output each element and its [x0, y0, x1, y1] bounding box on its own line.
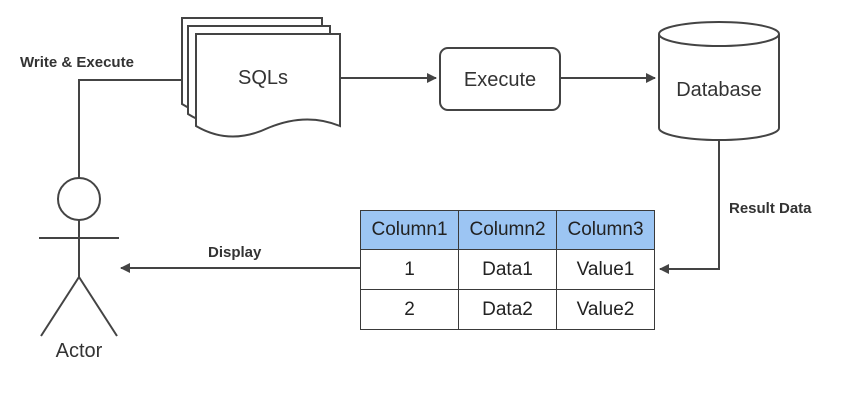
table-cell: 2 — [360, 289, 459, 330]
execute-label: Execute — [464, 69, 536, 91]
sqls-node: SQLs — [181, 17, 341, 138]
database-label: Database — [676, 79, 762, 101]
table-cell: Value2 — [556, 289, 655, 330]
write-execute-label: Write & Execute — [20, 54, 134, 71]
actor-right-leg — [78, 276, 118, 337]
result-table: Column1 Column2 Column3 1 Data1 Value1 2… — [360, 210, 655, 330]
connector-actor-to-sqls — [78, 79, 196, 178]
actor-figure — [39, 177, 119, 337]
actor-label: Actor — [56, 340, 103, 362]
arrow-database-to-table — [659, 141, 720, 274]
actor-left-leg — [40, 276, 80, 337]
table-row: 2 Data2 Value2 — [360, 289, 655, 330]
table-header-cell: Column1 — [360, 210, 459, 250]
table-cell: 1 — [360, 249, 459, 290]
table-row: 1 Data1 Value1 — [360, 249, 655, 290]
sqls-doc-front — [195, 33, 341, 138]
table-header-row: Column1 Column2 Column3 — [360, 210, 655, 250]
database-cylinder-top — [658, 21, 780, 47]
table-cell: Data2 — [458, 289, 557, 330]
table-cell: Data1 — [458, 249, 557, 290]
result-data-label: Result Data — [729, 200, 812, 217]
database-cylinder-body — [658, 34, 780, 141]
actor-head — [57, 177, 101, 221]
table-header-cell: Column2 — [458, 210, 557, 250]
execute-node: Execute — [439, 47, 561, 111]
table-cell: Value1 — [556, 249, 655, 290]
display-label: Display — [208, 244, 262, 261]
table-header-cell: Column3 — [556, 210, 655, 250]
sqls-label: SQLs — [238, 67, 288, 89]
database-node: Database — [658, 21, 780, 141]
